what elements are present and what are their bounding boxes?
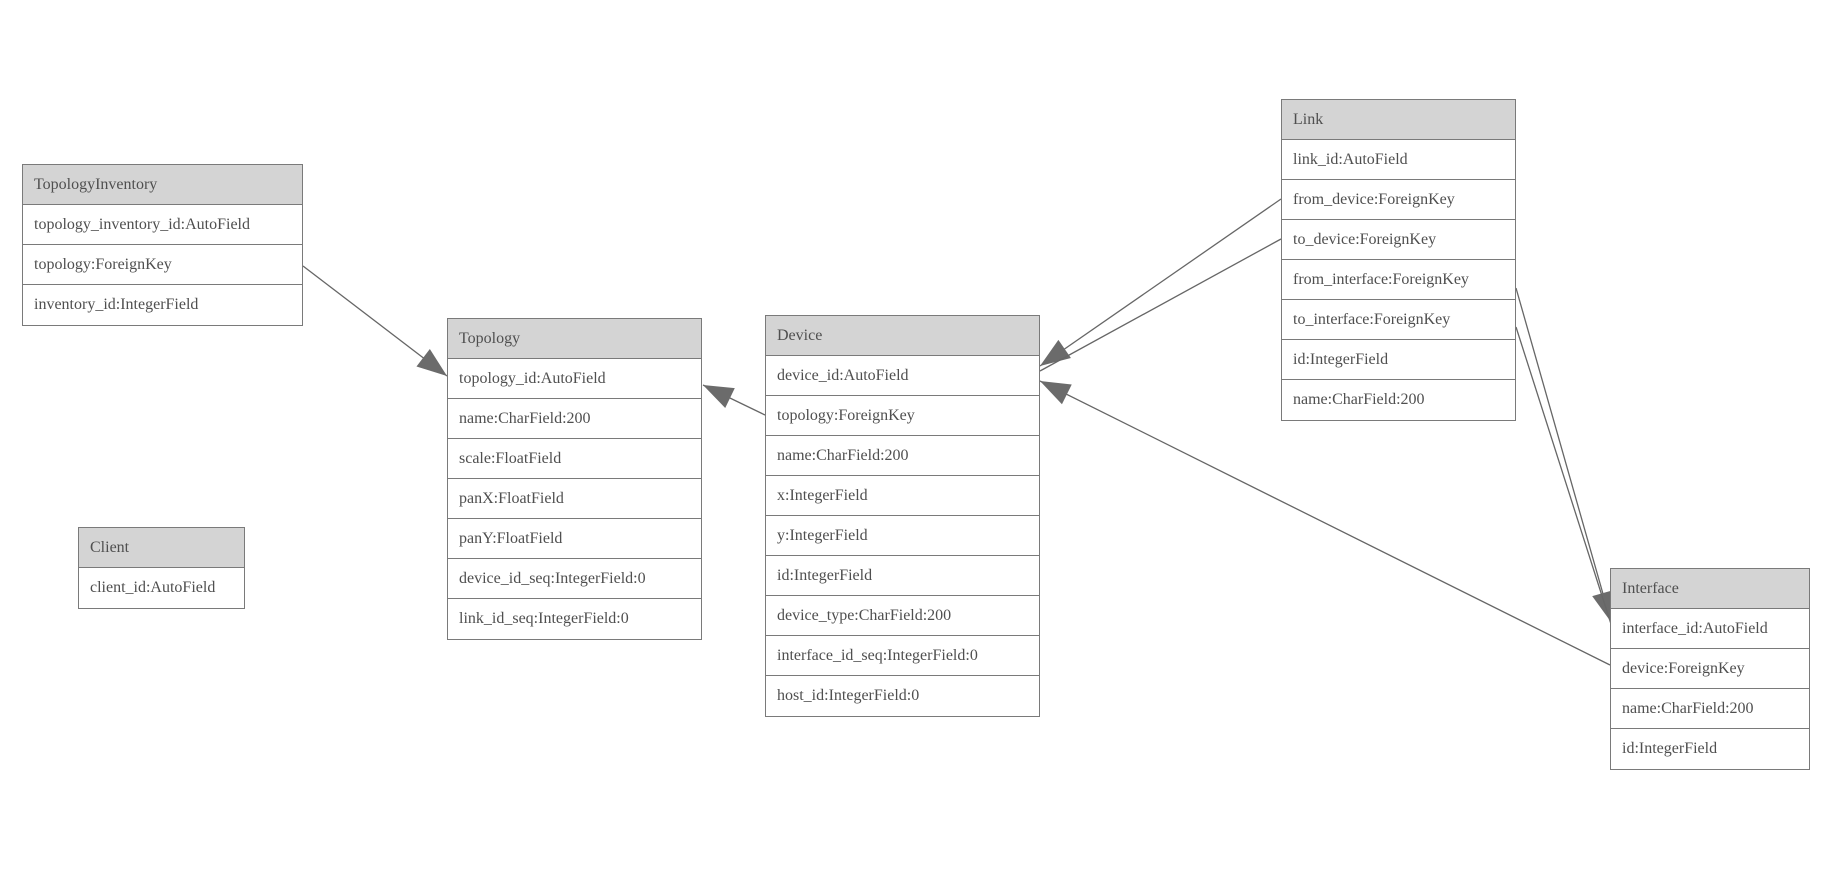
entity-title: Client	[79, 528, 244, 568]
relation-line	[1515, 287, 1612, 623]
relation-line	[702, 384, 766, 416]
entity-title: Link	[1282, 100, 1515, 140]
entity-field: topology:ForeignKey	[23, 245, 302, 285]
relation-line	[302, 265, 448, 377]
entity-field: x:IntegerField	[766, 476, 1039, 516]
entity-field: name:CharField:200	[1611, 689, 1809, 729]
entity-field: from_interface:ForeignKey	[1282, 260, 1515, 300]
entity-field: link_id:AutoField	[1282, 140, 1515, 180]
relation-line	[1039, 198, 1282, 367]
entity-field: panX:FloatField	[448, 479, 701, 519]
entity-field: client_id:AutoField	[79, 568, 244, 608]
relation-line	[1515, 326, 1612, 625]
entity-title: Topology	[448, 319, 701, 359]
entity-field: inventory_id:IntegerField	[23, 285, 302, 325]
entity-field: interface_id_seq:IntegerField:0	[766, 636, 1039, 676]
entity-field: id:IntegerField	[766, 556, 1039, 596]
relation-arrowhead-icon	[703, 385, 735, 408]
entity-field: topology:ForeignKey	[766, 396, 1039, 436]
entity-field: host_id:IntegerField:0	[766, 676, 1039, 716]
entity-field: to_interface:ForeignKey	[1282, 300, 1515, 340]
entity-field: name:CharField:200	[448, 399, 701, 439]
entity-field: name:CharField:200	[766, 436, 1039, 476]
entity-field: topology_inventory_id:AutoField	[23, 205, 302, 245]
entity-field: link_id_seq:IntegerField:0	[448, 599, 701, 639]
entity-field: panY:FloatField	[448, 519, 701, 559]
entity-field: device_id_seq:IntegerField:0	[448, 559, 701, 599]
entity-field: name:CharField:200	[1282, 380, 1515, 420]
relation-line	[1039, 238, 1282, 372]
entity-field: to_device:ForeignKey	[1282, 220, 1515, 260]
entity-title: Interface	[1611, 569, 1809, 609]
entity-field: from_device:ForeignKey	[1282, 180, 1515, 220]
relation-arrowhead-icon	[1040, 339, 1071, 366]
relation-arrowhead-icon	[1040, 381, 1072, 405]
entity-field: device_id:AutoField	[766, 356, 1039, 396]
relation-line	[1039, 380, 1611, 666]
relation-arrowhead-icon	[416, 349, 447, 376]
entity-field: device_type:CharField:200	[766, 596, 1039, 636]
entity-title: Device	[766, 316, 1039, 356]
entity-field: topology_id:AutoField	[448, 359, 701, 399]
entity-field: interface_id:AutoField	[1611, 609, 1809, 649]
entity-field: scale:FloatField	[448, 439, 701, 479]
entity-title: TopologyInventory	[23, 165, 302, 205]
entity-field: device:ForeignKey	[1611, 649, 1809, 689]
entity-field: id:IntegerField	[1611, 729, 1809, 769]
entity-field: id:IntegerField	[1282, 340, 1515, 380]
entity-field: y:IntegerField	[766, 516, 1039, 556]
